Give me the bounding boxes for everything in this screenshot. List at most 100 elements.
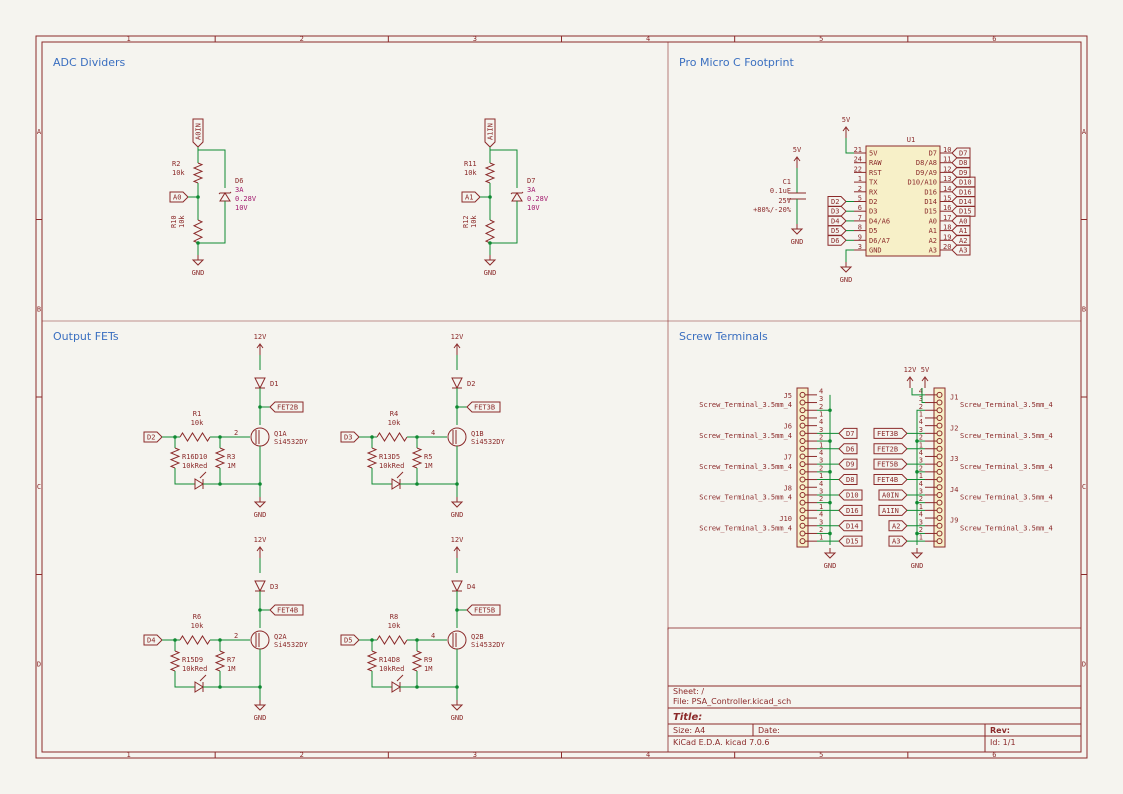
power-label: 5V [921,366,930,374]
promicro-pin-num: 12 [943,165,951,173]
promicro-pin-name: A1 [929,227,937,235]
wire [490,201,518,244]
resistor-symbol [411,650,423,672]
terminal-pin-num: 3 [919,487,923,495]
promicro-pin-name: RAW [869,159,882,167]
led-ray [396,674,404,682]
terminal-pin-num: 2 [819,495,823,503]
title-block: Sheet: / File: PSA_Controller.kicad_sch … [667,627,1082,753]
terminal-net-left [838,458,858,470]
terminal-pin-num: 3 [919,426,923,434]
gnd-symbol [450,704,464,711]
terminal-strip-left [796,387,809,548]
promicro-net-left-text: D5 [831,227,839,235]
led-branch-val: 10kRed [379,462,404,470]
mosfet-symbol [250,630,270,650]
terminal-ref: J2 [950,424,958,432]
gate-res-ref: R8 [390,613,398,621]
col-label-top: 5 [819,35,823,43]
led-symbol [391,681,401,693]
terminal-pin-num: 3 [819,487,823,495]
junction-dot [258,482,262,486]
terminal-net-right-text: A2 [892,522,900,530]
flyback-diode [451,377,463,390]
led-ray [199,674,207,682]
terminal-net-right-text: FET5B [877,461,898,469]
gate-res-ref: R6 [193,613,201,621]
junction-dot [915,531,919,536]
promicro-pin-name: D4/A6 [869,217,890,225]
terminal-ref: J8 [784,484,792,492]
promicro-pin-num: 17 [943,214,951,222]
terminal-pin-num: 2 [919,526,923,534]
power-label: 5V [842,116,851,124]
promicro-pin-num: 7 [858,214,862,222]
terminal-pin-num: 4 [919,418,923,426]
terminal-strip-right [933,387,946,548]
fet-input-label [143,431,163,443]
tb-file: File: PSA_Controller.kicad_sch [673,697,791,706]
terminal-net-left [838,520,863,532]
terminal-pin-num: 4 [819,449,823,457]
fet-out-label [269,401,304,413]
led-branch-ref: R14D8 [379,656,400,664]
power-label: 12V [451,333,464,341]
fet-input-label [143,634,163,646]
terminal-pin-num: 1 [819,534,823,542]
flyback-diode [254,580,266,593]
promicro-net-right [951,234,971,246]
led-symbol [194,681,204,693]
led-ray [396,471,404,479]
promicro-pin-num: 19 [943,233,951,241]
terminal-net-left [838,489,863,501]
terminal-pin-num: 1 [919,441,923,449]
power-label: 12V [254,536,267,544]
flyback-diode [451,580,463,593]
fet-input-label [340,431,360,443]
zener-vr: 10V [235,204,248,212]
terminal-type: Screw_Terminal_3.5mm_4 [699,524,792,532]
power-arrow [453,546,461,552]
terminal-net-right [888,535,908,547]
gate-res-val: 10k [388,419,401,427]
terminal-net-left-text: D6 [846,445,854,453]
led-branch-ref: R16D10 [182,453,207,461]
tb-size: Size: A4 [673,726,705,735]
mosfet-ref: Q2A [274,633,287,641]
cap-tolerance: +80%/-20% [753,206,792,214]
terminal-ref: J4 [950,486,958,494]
led-branch-val: 10kRed [182,665,207,673]
fet-channel: 12VD1FET2BQ1ASi4532DY2D2R110kR16D1010kRe… [143,333,309,519]
resistor-symbol [192,162,204,184]
net-label-vertical-text: A0IN [195,123,203,140]
terminal-net-right [873,427,908,439]
tb-tool: KiCad E.D.A. kicad 7.0.6 [673,738,769,747]
r-top-ref: R11 [464,160,477,168]
zener-current: 3A [527,186,536,194]
adc-net-label-text: A0 [173,194,181,202]
resistor-symbol [484,219,496,244]
promicro-pin-num: 21 [854,146,862,154]
promicro-pin-name: A3 [929,247,937,255]
gnd-label: GND [484,269,497,277]
terminal-pin-num: 1 [819,441,823,449]
terminal-pin-num: 2 [919,403,923,411]
row-label-right: D [1082,660,1086,668]
r-top-ref: R2 [172,160,180,168]
promicro-pin-name: 5V [869,150,878,158]
gnd-label: GND [911,562,924,570]
promicro-net-right [951,215,971,227]
terminal-net-left-text: D8 [846,476,854,484]
mosfet-symbol [447,630,467,650]
promicro-pin-name: D7 [929,150,937,158]
zener-current: 3A [235,186,244,194]
terminal-net-right-text: FET2B [877,445,898,453]
col-label-bottom: 1 [126,751,130,759]
terminal-net-left-text: D9 [846,461,854,469]
row-label-right: C [1082,483,1086,491]
promicro-pin-name: D6/A7 [869,237,890,245]
promicro-net-left-text: D3 [831,208,839,216]
power-label: 12V [451,536,464,544]
zener-vf: 0.28V [527,195,549,203]
junction-dot [828,531,832,536]
